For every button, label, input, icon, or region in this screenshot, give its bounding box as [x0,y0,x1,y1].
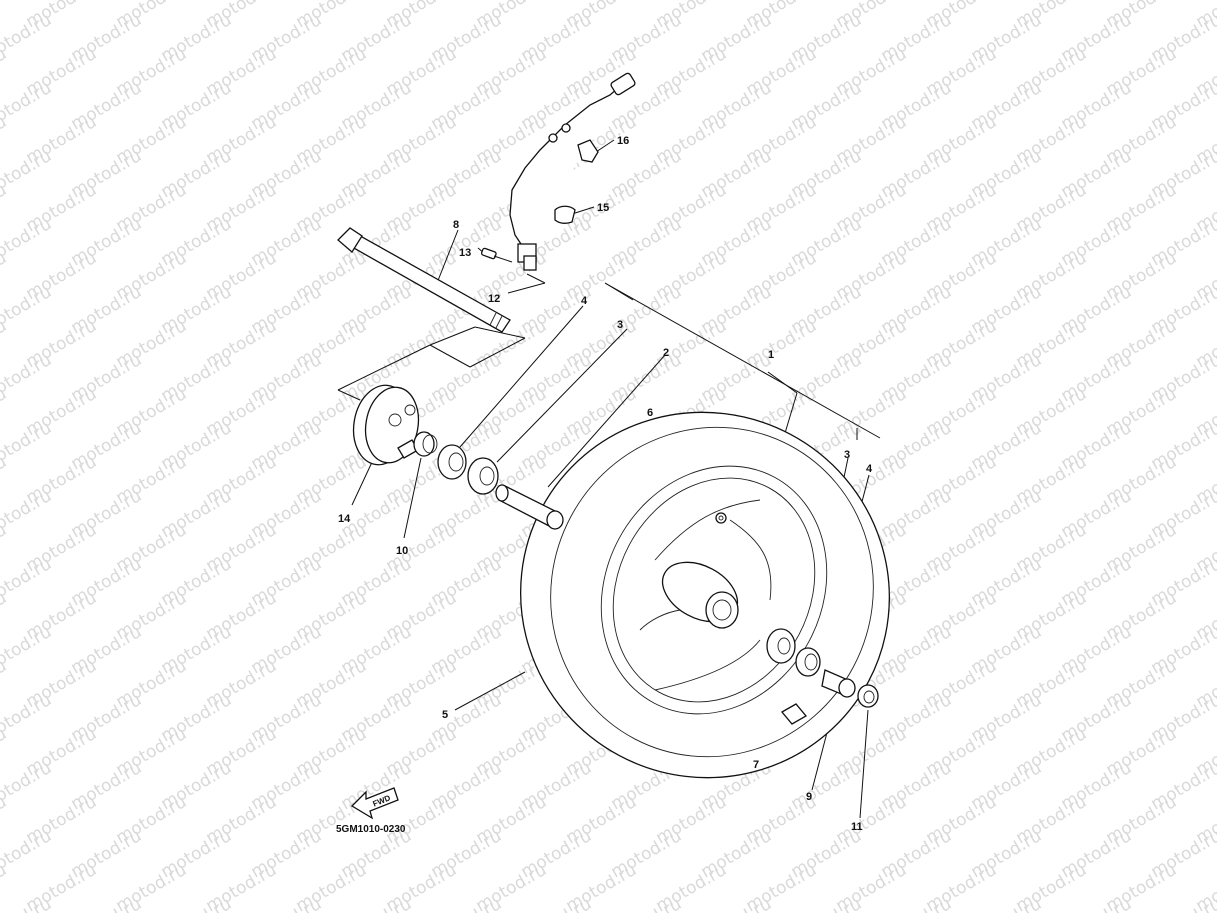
sensor-cable-assembly [480,72,636,271]
fwd-arrow-icon: FWD [350,787,399,820]
gear-unit [352,384,420,466]
callout-5: 5 [442,709,448,721]
watermark-text: motod.ru [428,894,506,913]
callout-3b: 3 [844,449,850,461]
callout-13: 13 [459,247,471,259]
callout-15: 15 [597,202,609,214]
callout-8: 8 [453,219,459,231]
bearing-right-3 [766,628,796,664]
callout-4a: 4 [581,295,588,307]
watermark-text: motod.ru [68,894,146,913]
watermark-text: motod.ru [608,894,686,913]
callout-16: 16 [617,135,629,147]
balance-weight [781,703,807,725]
callout-3a: 3 [617,319,623,331]
axle-shaft [337,227,511,333]
watermark-text: motod.ru [248,894,326,913]
watermark-text: motod.ru [518,894,596,913]
watermark-text: motod.ru [158,894,236,913]
callout-12: 12 [488,293,500,305]
callout-2: 2 [663,347,669,359]
collar [413,431,438,457]
callout-14: 14 [338,513,351,525]
callout-4b: 4 [866,463,873,475]
watermark-text: motod.ru [0,0,10,32]
axle-nut [857,684,879,708]
callout-labels: 1 2 3 3 4 4 5 6 7 8 9 10 11 12 13 14 15 … [338,135,873,833]
watermark-text: motod.ru [788,894,866,913]
bearing-left-3 [467,457,499,495]
watermark-text: motod.ru [1058,894,1136,913]
callout-6: 6 [647,407,653,419]
bearing-left-4 [437,444,467,480]
watermark-text: motod.ru [968,894,1046,913]
callout-11: 11 [851,821,863,833]
callout-9: 9 [806,791,812,803]
oil-seal-right-4 [795,647,821,677]
valve-screw [715,512,727,524]
tire-wheel [520,411,890,779]
callout-7: 7 [753,759,759,771]
collar-right [821,669,856,698]
drawing-code: 5GM1010-0230 [336,824,406,835]
watermark-text: motod.ru [338,894,416,913]
callout-1: 1 [768,349,774,361]
watermark-text: motod.ru [698,894,776,913]
watermark-text: motod.ru [878,894,956,913]
spacer-tube [495,484,564,530]
callout-10: 10 [396,545,408,557]
